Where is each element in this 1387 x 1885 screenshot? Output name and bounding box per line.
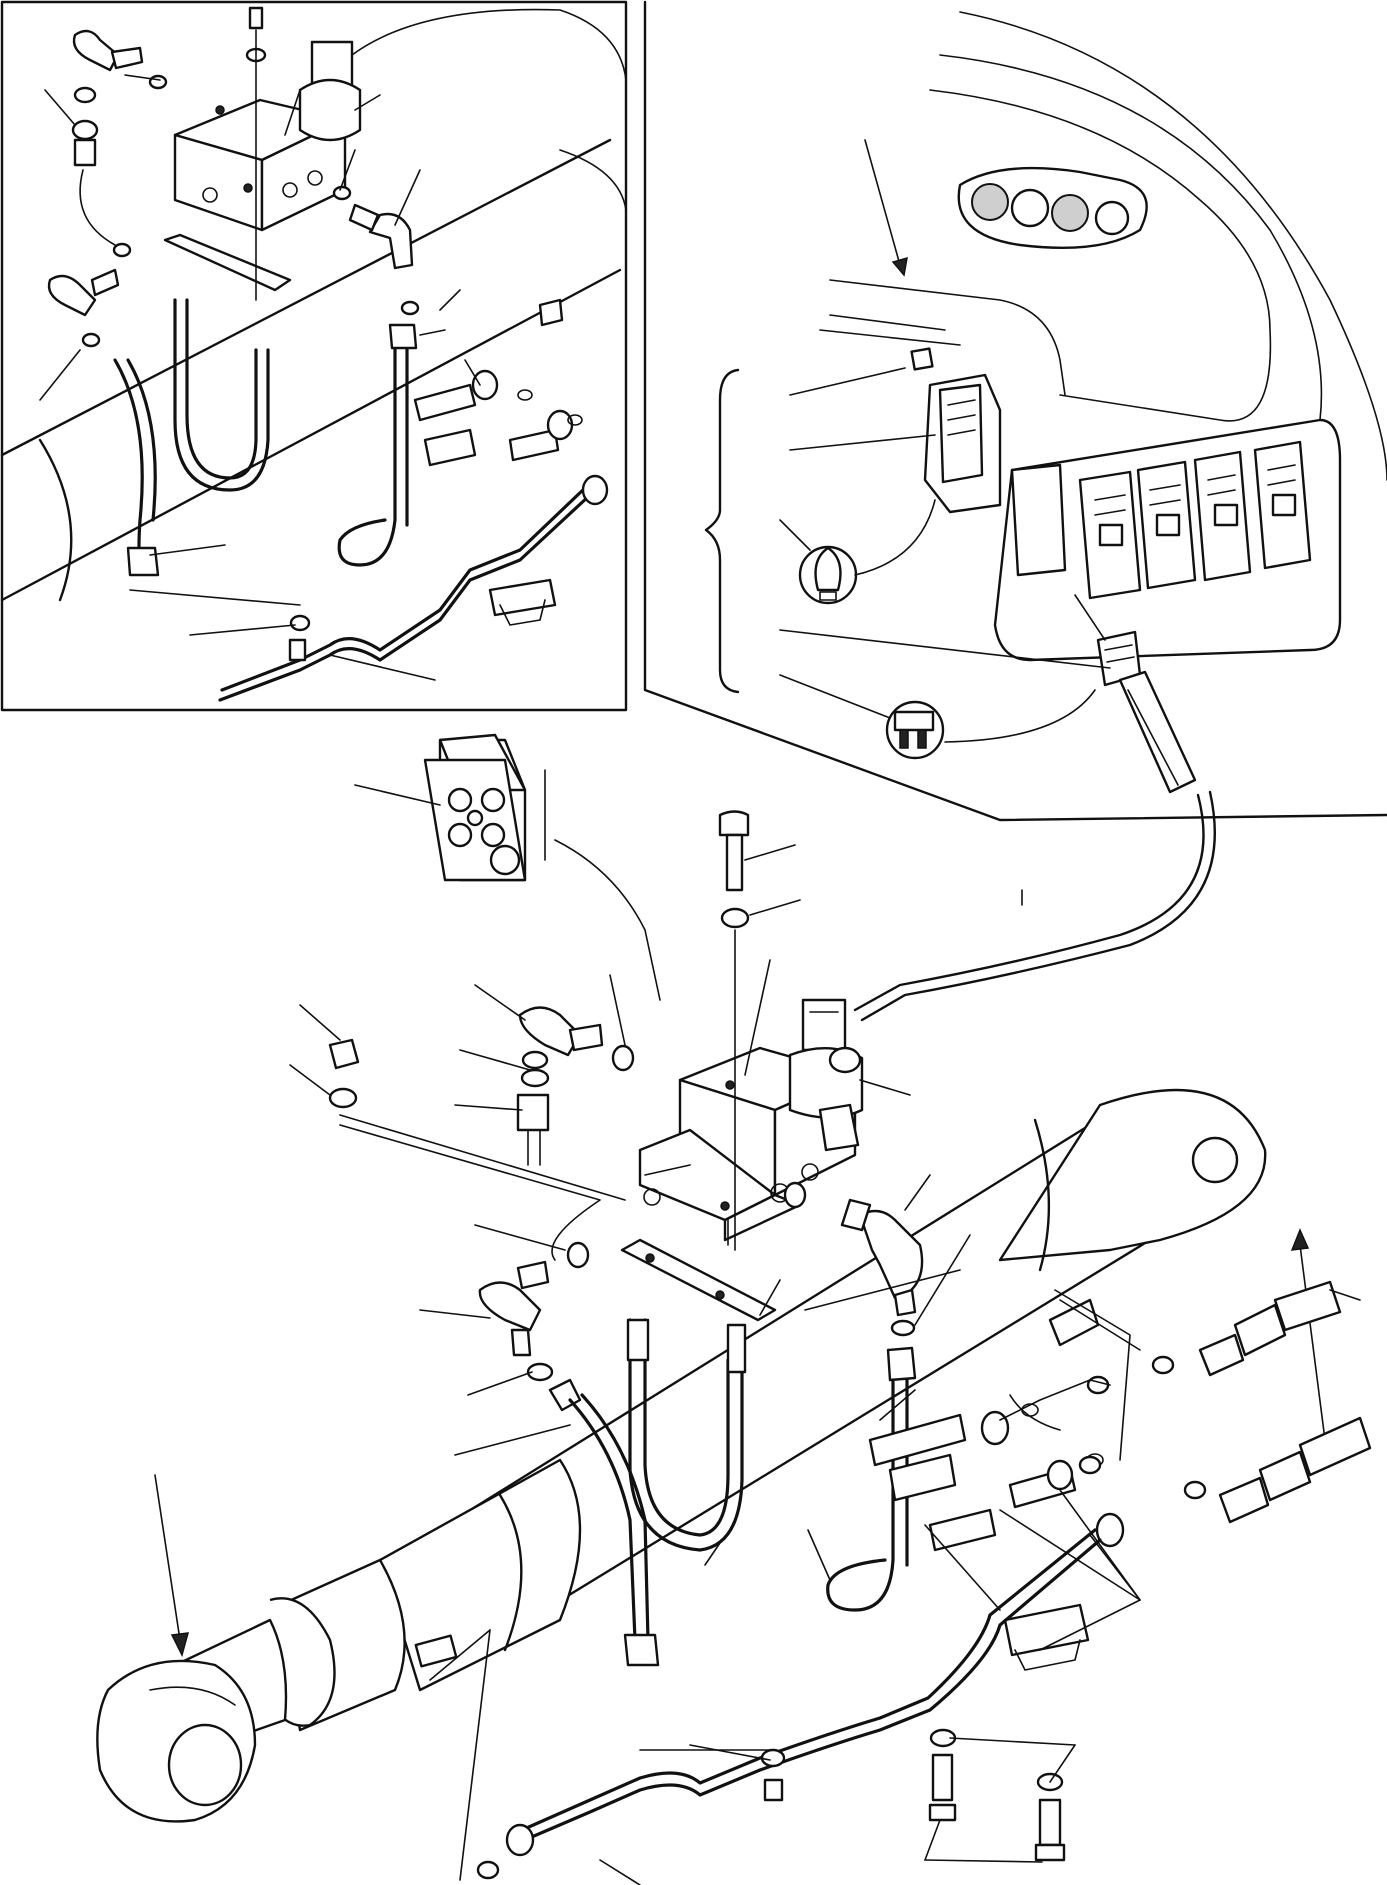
inset-mount-plate bbox=[163, 233, 292, 292]
arrow-left bbox=[154, 1474, 181, 1641]
inset-dashboard bbox=[643, 0, 1387, 822]
quick-coupler-bottom bbox=[1183, 1416, 1372, 1524]
clamp-assembly-2 bbox=[1008, 1459, 1077, 1509]
quick-coupler-top bbox=[1151, 1280, 1361, 1377]
hose-right-loop bbox=[826, 1346, 917, 1612]
inset-hose-2 bbox=[173, 298, 270, 492]
inset-elbow-fitting-3 bbox=[368, 212, 414, 270]
arrow-right bbox=[1299, 1244, 1326, 1441]
main-mount-plate bbox=[620, 1238, 777, 1322]
main-cable bbox=[853, 793, 1205, 1012]
main-solenoid bbox=[788, 998, 864, 1152]
assembly-bracket bbox=[704, 368, 740, 694]
hose-u-tube bbox=[626, 1318, 747, 1552]
inset-clamp-2 bbox=[508, 428, 560, 462]
elbow-fitting-top bbox=[516, 1006, 604, 1166]
hydraulic-cylinder bbox=[96, 1088, 1267, 1823]
bolts-bottom bbox=[928, 1728, 1066, 1862]
rocker-switch-bank bbox=[993, 418, 1342, 662]
wire-harness-connector bbox=[1096, 630, 1197, 794]
inset-clamp-1 bbox=[413, 383, 477, 422]
inset-hose-1 bbox=[113, 358, 144, 562]
dashboard-leader-lines bbox=[779, 367, 1111, 719]
elbow-fitting-lower-left bbox=[478, 1260, 550, 1357]
nut-left bbox=[328, 1038, 360, 1070]
hydraulic-pipe bbox=[505, 1524, 1102, 1857]
inset-solenoid bbox=[298, 8, 627, 142]
hose-left bbox=[548, 1378, 660, 1667]
rocker-switch-highlighted bbox=[910, 347, 1002, 514]
inset-elbow-fitting-1 bbox=[72, 29, 120, 72]
top-bolt bbox=[718, 810, 750, 1251]
main-exploded-view bbox=[96, 769, 1372, 1885]
clamp-lower bbox=[1003, 1603, 1090, 1671]
inset-clamp-3 bbox=[488, 578, 557, 617]
inset-valve-detail bbox=[0, 0, 628, 712]
seal-kit-card bbox=[423, 733, 527, 882]
fuse-icon bbox=[885, 700, 945, 760]
clamp-assembly-1 bbox=[868, 1413, 997, 1552]
inset-hose-3 bbox=[337, 338, 397, 567]
elbow-fitting-right bbox=[840, 1198, 924, 1317]
bulb-icon bbox=[798, 545, 858, 605]
inset-leader-lines bbox=[39, 74, 481, 681]
inset-elbow-fitting-2 bbox=[47, 274, 97, 317]
main-leader-lines bbox=[289, 784, 1141, 1885]
indicator-lamp-cluster bbox=[957, 166, 1148, 250]
